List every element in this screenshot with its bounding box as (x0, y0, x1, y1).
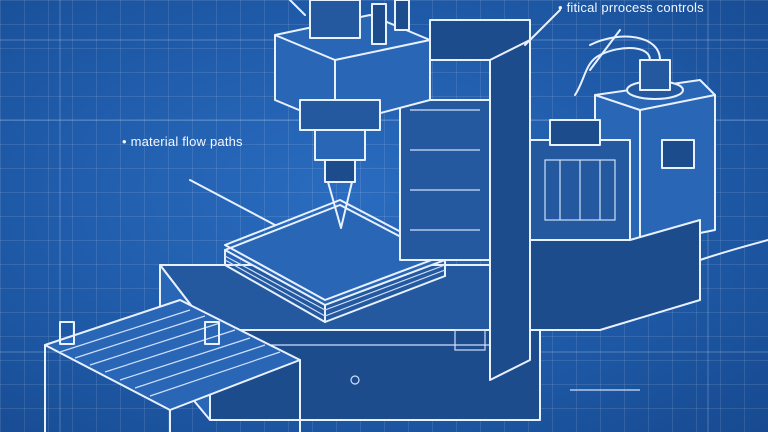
spindle-head (274, 0, 431, 229)
material-flow-text: material flow paths (130, 134, 243, 149)
process-controls-text: fitical prrocess controls (566, 0, 704, 15)
material-flow-label: • material flow paths (122, 134, 243, 149)
process-controls-leader (524, 9, 561, 46)
material-flow-leader (189, 179, 276, 226)
conveyor (44, 299, 301, 432)
gantry-frame (399, 19, 531, 381)
callout-leaders (189, 0, 640, 391)
process-controls-label: • fitical prrocess controls (558, 0, 704, 15)
auxiliary-unit (529, 119, 768, 331)
